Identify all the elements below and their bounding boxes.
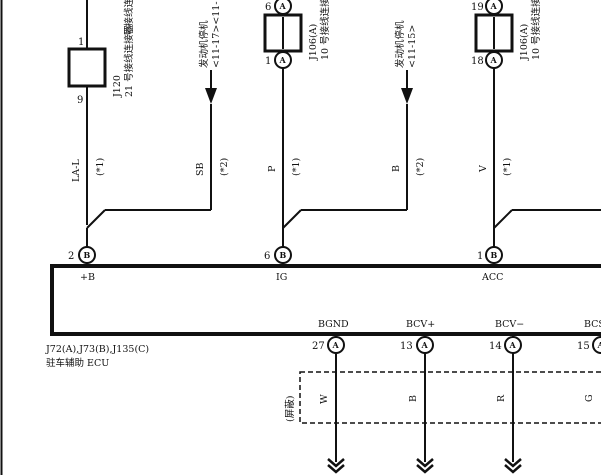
- wire-p-note: (*1): [291, 158, 302, 176]
- ecu-pin-bcvp-circle: A: [421, 340, 429, 350]
- ecu-pin-bcvp-num: 13: [400, 341, 413, 352]
- ecu-pin-acc-circle: B: [491, 250, 498, 260]
- wire-sb-diagonal: [86, 209, 106, 229]
- shield-wire-b: B: [408, 395, 419, 402]
- arrow-down-icon: [401, 88, 413, 104]
- shield-label: (屏蔽): [284, 396, 296, 422]
- j106-ig-circle-top: A: [279, 1, 287, 11]
- j106-ig-label-a: J106(A): [308, 24, 319, 61]
- j106-acc-label-a: J106(A): [519, 24, 530, 61]
- shield-box: [299, 371, 601, 424]
- ecu-pin-ig-num: 6: [264, 251, 270, 262]
- ecu-pin-bgnd-name: BGND: [318, 319, 349, 330]
- j120-pin-bottom: 9: [77, 95, 83, 106]
- shield-wire-r: R: [496, 394, 507, 402]
- wire-b-color: B: [391, 165, 402, 172]
- j106-ig-label-b: 10 号接线连接器: [319, 0, 331, 60]
- wire-v-color: V: [478, 165, 489, 173]
- ecu-pin-bcs-num: 15: [577, 341, 590, 352]
- offpage-b-ref: <11-15>: [407, 25, 418, 68]
- arrow-down-icon: [205, 88, 217, 104]
- connector-circle-icon: [592, 336, 601, 354]
- ecu-pin-b-circle: B: [84, 250, 91, 260]
- double-chevron-down-icon: [416, 464, 434, 474]
- j106-acc-label-b: 10 号接线连接器: [530, 0, 542, 60]
- ecu-pin-bcvp-name: BCV+: [406, 319, 435, 330]
- j106-acc-pin-bottom: 18: [471, 56, 484, 67]
- j120-label-a: J120: [112, 75, 123, 98]
- j106-acc-circle-top: A: [490, 1, 498, 11]
- ecu-pin-bcvm-num: 14: [489, 341, 502, 352]
- j106-ig-pin-bottom: 1: [265, 56, 271, 67]
- ecu-pin-ig-name: IG: [276, 272, 287, 283]
- wire-sb-color: SB: [195, 162, 206, 176]
- ecu-pin-ig-circle: B: [280, 250, 287, 260]
- double-chevron-down-icon: [416, 458, 434, 468]
- wire-v-note: (*1): [502, 158, 513, 176]
- wire-sb-note: (*2): [219, 158, 230, 176]
- ecu-pin-acc-name: ACC: [481, 272, 503, 283]
- j106-acc-circle-bottom: A: [490, 55, 498, 65]
- ecu-pin-bgnd-circle: A: [332, 340, 340, 350]
- ecu-pin-bcs-name: BCS: [584, 319, 601, 330]
- double-chevron-down-icon: [504, 458, 522, 468]
- double-chevron-down-icon: [504, 464, 522, 474]
- ecu-pin-b-name: +B: [80, 272, 95, 283]
- wire-acc-diagonal: [493, 209, 513, 229]
- j120-pin-top: 1: [78, 37, 84, 48]
- ecu-body: [50, 264, 601, 336]
- j106-acc-pin-top: 19: [471, 2, 484, 13]
- offpage-sb-title: 发动机停机: [198, 20, 210, 68]
- shield-wire-w: W: [319, 394, 330, 404]
- wire-la-l-note: (*1): [95, 158, 106, 176]
- ecu-pin-bcvm-name: BCV−: [495, 319, 524, 330]
- ecu-label-connectors: J72(A),J73(B),J135(C): [45, 344, 149, 355]
- j120-label-b: 21 号接线连接器: [123, 24, 135, 97]
- ecu-pin-acc-num: 1: [477, 251, 483, 262]
- j120-label-top: 号接线连接器: [123, 0, 135, 36]
- wire-p-color: P: [267, 165, 278, 172]
- shield-wire-g: G: [584, 394, 595, 402]
- j106-ig-circle-bottom: A: [279, 55, 287, 65]
- ecu-pin-bgnd-num: 27: [312, 341, 325, 352]
- j120-connector-box: [67, 47, 107, 88]
- wire-b-note: (*2): [415, 158, 426, 176]
- ecu-label-name: 驻车辅助 ECU: [46, 357, 109, 369]
- double-chevron-down-icon: [327, 464, 345, 474]
- offpage-b-title: 发动机停机: [394, 20, 406, 68]
- wire-b-diagonal: [282, 209, 302, 229]
- offpage-sb-ref: <11-17><11-: [211, 1, 222, 68]
- ecu-pin-bcs-circle: A: [597, 340, 601, 350]
- j106-ig-pin-top: 6: [265, 2, 271, 13]
- ecu-pin-bcvm-circle: A: [509, 340, 517, 350]
- double-chevron-down-icon: [327, 458, 345, 468]
- ecu-pin-b-num: 2: [68, 251, 74, 262]
- wire-la-l-color: LA-L: [71, 159, 82, 182]
